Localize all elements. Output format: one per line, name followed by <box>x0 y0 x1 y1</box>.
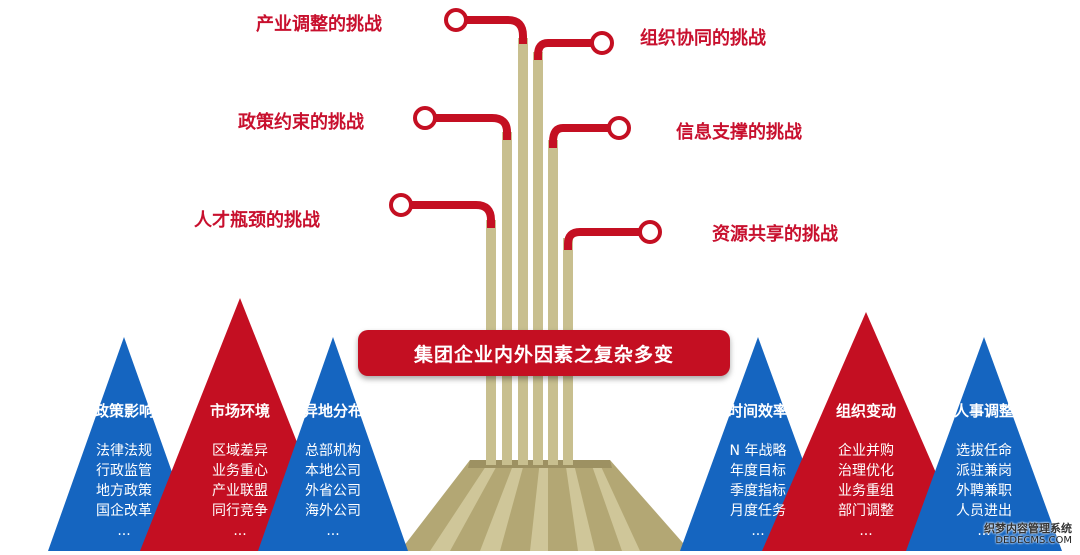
factor-title: 时间效率 <box>727 402 788 420</box>
factor-item: ... <box>859 523 873 539</box>
triangle-remote <box>258 337 408 551</box>
tree-branches <box>412 16 639 250</box>
factor-title: 市场环境 <box>209 402 270 420</box>
challenge-label-resource: 资源共享的挑战 <box>712 224 838 245</box>
factor-item: 月度任务 <box>730 503 786 519</box>
factor-item: 外省公司 <box>305 483 361 499</box>
factor-title: 异地分布 <box>302 402 363 420</box>
factor-item: 企业并购 <box>838 443 894 459</box>
factor-item: 外聘兼职 <box>956 483 1012 499</box>
factor-market: 市场环境 区域差异 业务重心 产业联盟 同行竞争 ... <box>200 400 280 541</box>
factor-item: 业务重心 <box>212 463 268 479</box>
factor-time: 时间效率 N 年战略 年度目标 季度指标 月度任务 ... <box>718 400 798 541</box>
factor-item: 总部机构 <box>305 443 361 459</box>
branch-ends <box>389 8 662 244</box>
factor-item: 法律法规 <box>96 443 152 459</box>
challenge-label-talent: 人才瓶颈的挑战 <box>194 210 320 231</box>
watermark-line2: DEDECMS.COM <box>995 535 1072 546</box>
factor-item: ... <box>117 523 131 539</box>
factor-item: 季度指标 <box>730 483 786 499</box>
factor-item: 区域差异 <box>212 443 268 459</box>
factor-item: 行政监管 <box>96 463 152 479</box>
factor-remote: 异地分布 总部机构 本地公司 外省公司 海外公司 ... <box>293 400 373 541</box>
factor-item: 人员进出 <box>956 503 1012 519</box>
factor-item: ... <box>977 523 991 539</box>
factor-item: 产业联盟 <box>212 483 268 499</box>
watermark-line1: 织梦内容管理系统 <box>984 522 1072 535</box>
factor-item: ... <box>326 523 340 539</box>
factor-item: 本地公司 <box>305 463 361 479</box>
challenge-label-org-coordination: 组织协同的挑战 <box>640 28 766 49</box>
factor-item: 同行竞争 <box>212 503 268 519</box>
factor-item: 治理优化 <box>838 463 894 479</box>
factor-triangles <box>48 298 1062 551</box>
factor-item: 派驻兼岗 <box>956 463 1012 479</box>
challenge-label-policy: 政策约束的挑战 <box>238 112 364 133</box>
factor-item: 海外公司 <box>305 503 361 519</box>
triangle-org <box>762 312 970 551</box>
watermark: 织梦内容管理系统 DEDECMS.COM <box>984 523 1072 547</box>
factor-title: 政策影响 <box>93 402 154 420</box>
triangle-hr <box>906 337 1062 551</box>
factor-item: 国企改革 <box>96 503 152 519</box>
factor-item: 年度目标 <box>730 463 786 479</box>
center-banner: 集团企业内外因素之复杂多变 <box>358 330 730 376</box>
factor-policy: 政策影响 法律法规 行政监管 地方政策 国企改革 ... <box>84 400 164 541</box>
challenge-label-info: 信息支撑的挑战 <box>676 122 802 143</box>
factor-item: ... <box>751 523 765 539</box>
factor-org-change: 组织变动 企业并购 治理优化 业务重组 部门调整 ... <box>826 400 906 541</box>
factor-item: ... <box>233 523 247 539</box>
factor-item: 选拔任命 <box>956 443 1012 459</box>
factor-title: 组织变动 <box>835 402 896 420</box>
factor-item: 业务重组 <box>838 483 894 499</box>
factor-hr: 人事调整 选拔任命 派驻兼岗 外聘兼职 人员进出 ... <box>944 400 1024 541</box>
factor-title: 人事调整 <box>953 402 1014 420</box>
tree-base <box>400 460 690 551</box>
challenge-label-industry: 产业调整的挑战 <box>256 14 382 35</box>
factor-item: N 年战略 <box>729 443 787 459</box>
tree-stems <box>486 38 573 465</box>
factor-item: 地方政策 <box>96 483 152 499</box>
factor-item: 部门调整 <box>838 503 894 519</box>
